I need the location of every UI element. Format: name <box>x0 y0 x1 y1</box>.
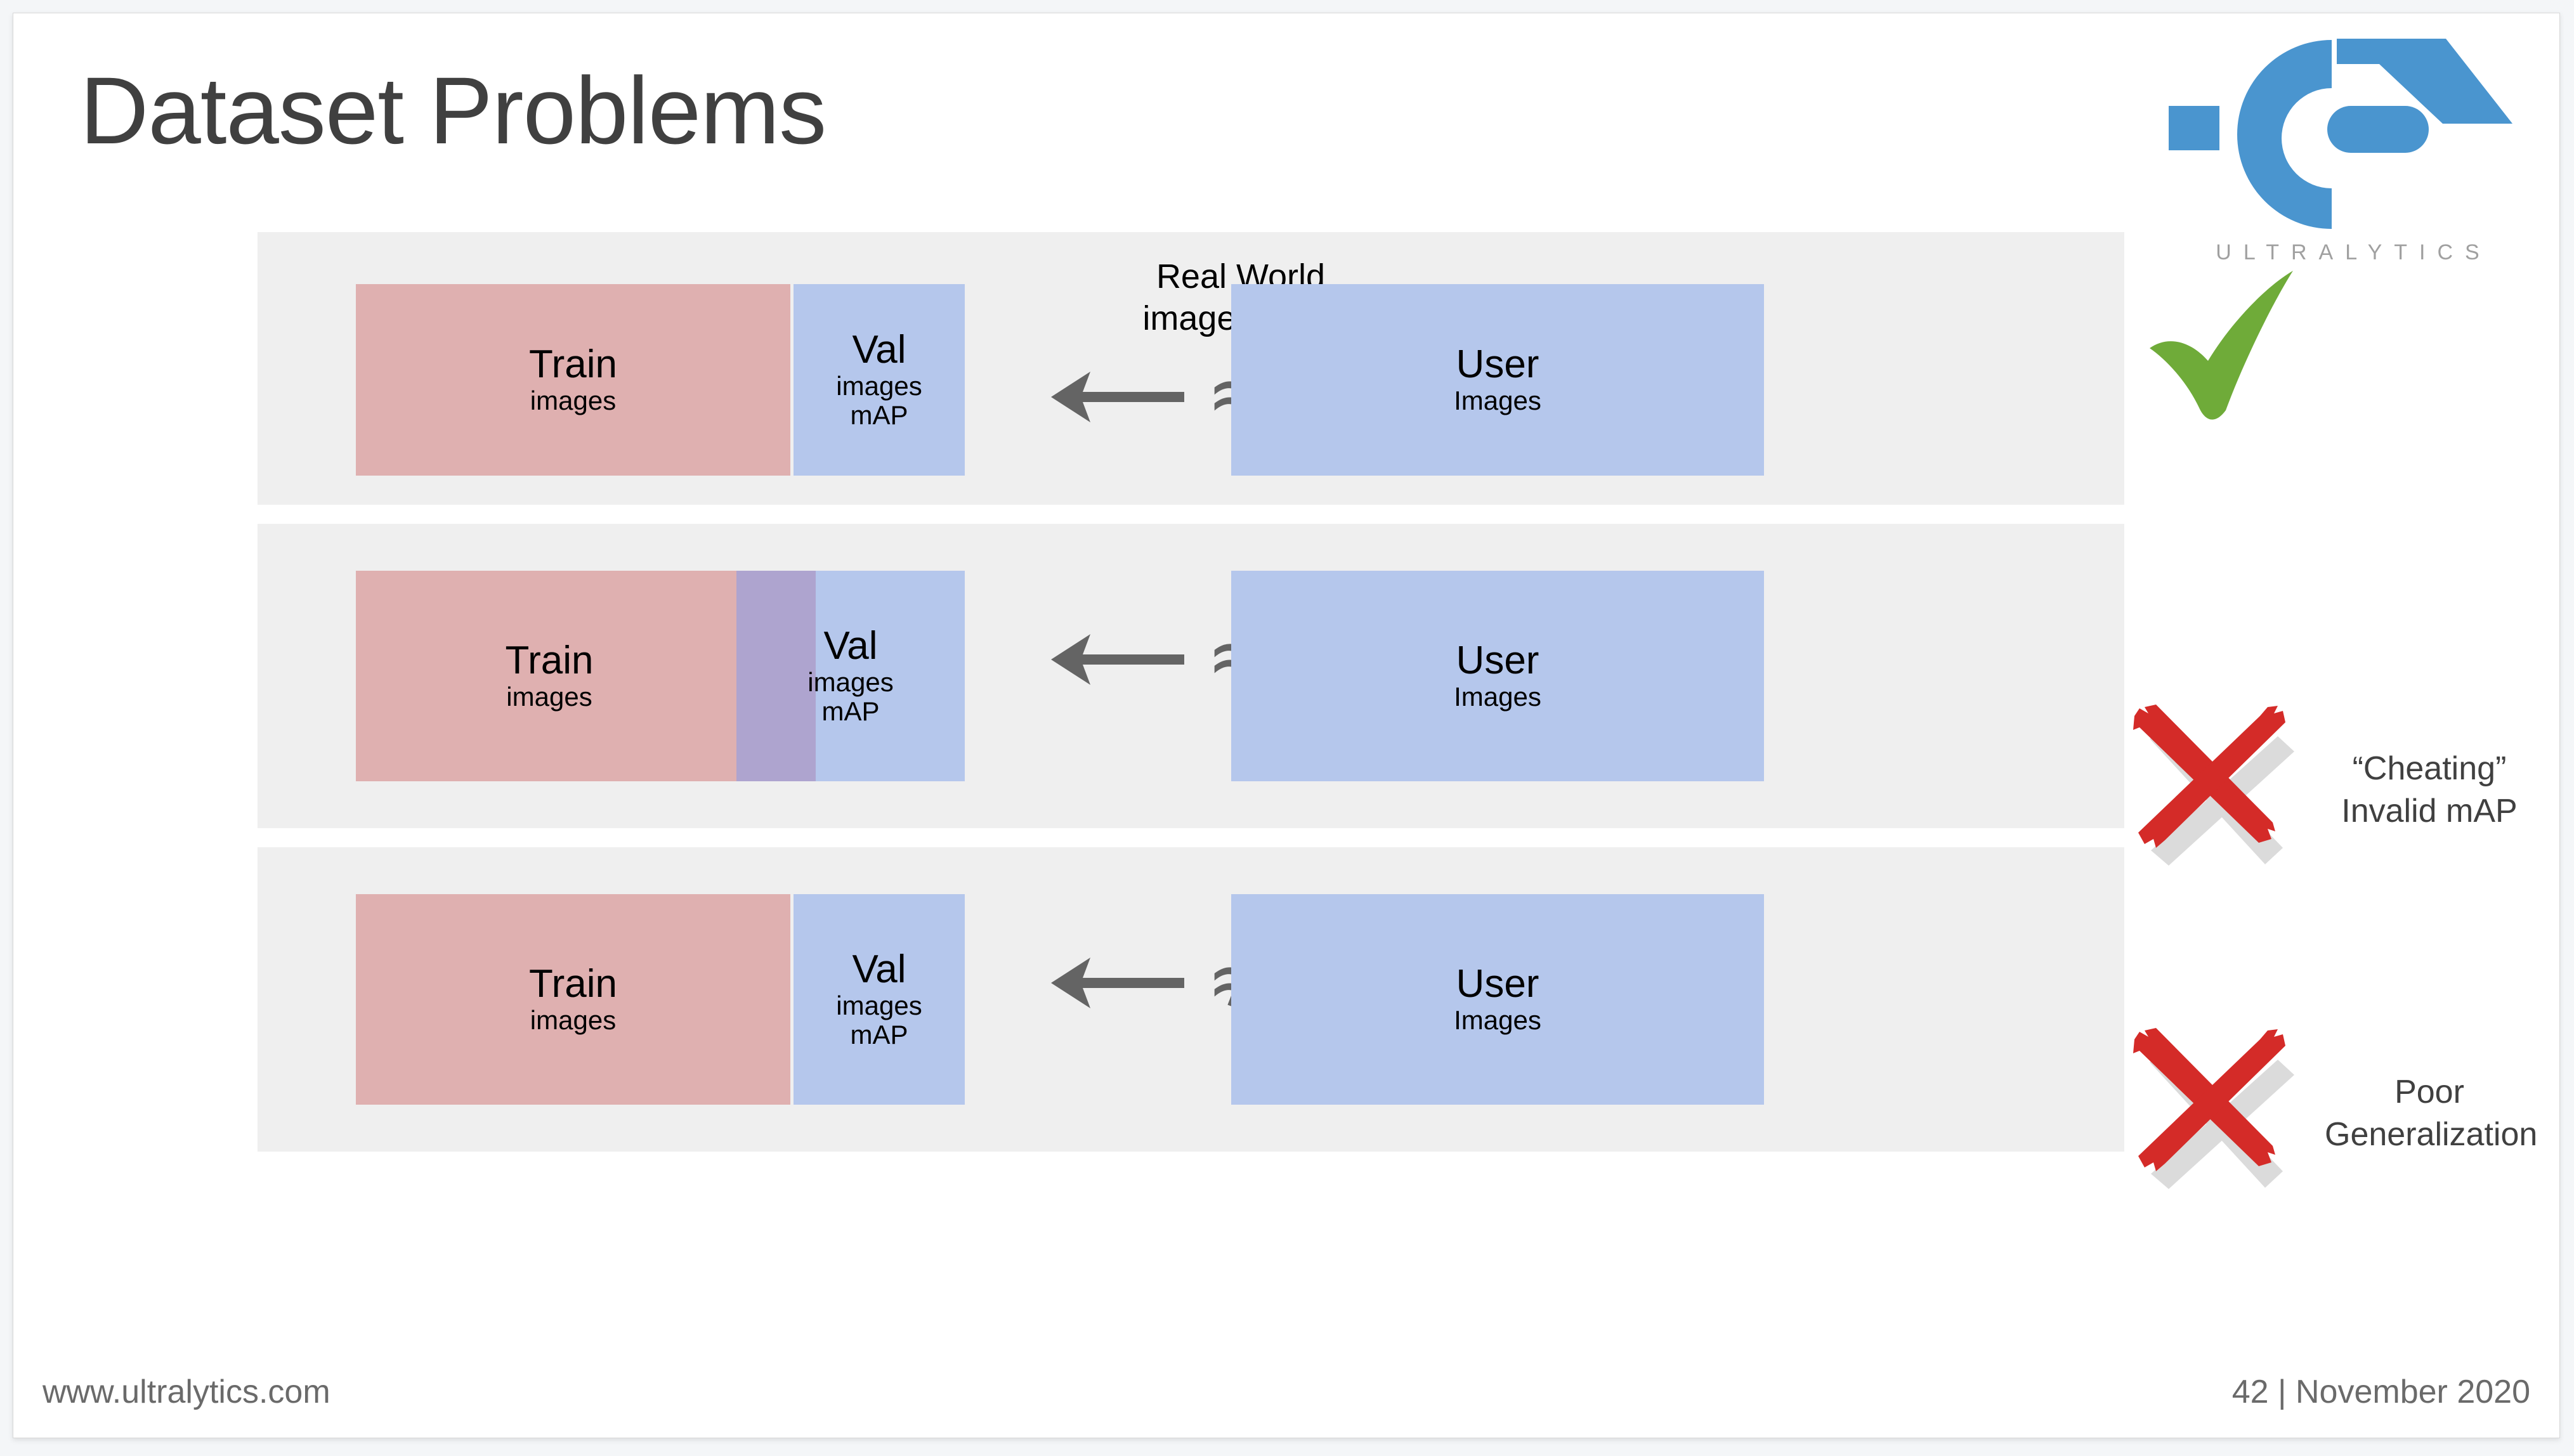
diagram-row-poor-generalization: Train images Val images mAP ≉ User Image… <box>258 847 2124 1152</box>
train-box-row3: Train images <box>356 894 790 1105</box>
user-box-row3: User Images <box>1231 894 1764 1105</box>
cross-icon <box>2133 1028 2294 1189</box>
cross-icon <box>2133 705 2294 866</box>
user-title: User <box>1456 962 1539 1006</box>
check-icon <box>2150 271 2293 420</box>
train-title: Train <box>529 962 617 1006</box>
user-subtitle: Images <box>1454 682 1541 712</box>
verdict-text-row2: “Cheating” Invalid mAP <box>2341 750 2518 829</box>
user-title: User <box>1456 639 1539 683</box>
train-subtitle: images <box>506 682 592 712</box>
arrow-left-icon <box>1050 958 1184 1008</box>
val-subtitle-images: images <box>836 991 922 1021</box>
verdict-row3: Poor Generalization <box>2126 1028 2538 1199</box>
diagram-row-good: Train images Val images mAP Real World i… <box>258 232 2124 505</box>
train-box-row1: Train images <box>356 284 790 476</box>
train-subtitle: images <box>530 386 617 416</box>
train-title: Train <box>505 639 594 683</box>
verdict-row2: “Cheating” Invalid mAP <box>2126 705 2534 876</box>
train-box-row2: Train images <box>356 571 743 781</box>
val-title: Val <box>823 624 878 668</box>
val-box-row3: Val images mAP <box>794 894 965 1105</box>
user-subtitle: Images <box>1454 386 1541 416</box>
ultralytics-wordmark: ULTRALYTICS <box>2216 240 2492 264</box>
verdict-text-row3: Poor Generalization <box>2325 1074 2538 1153</box>
val-box-row1: Val images mAP <box>794 284 965 476</box>
train-title: Train <box>529 342 617 387</box>
val-subtitle-map: mAP <box>850 400 908 431</box>
verdict-row1 <box>2145 267 2534 426</box>
train-subtitle: images <box>530 1005 617 1036</box>
user-title: User <box>1456 342 1539 387</box>
user-box-row1: User Images <box>1231 284 1764 476</box>
arrow-left-icon <box>1050 371 1184 422</box>
val-box-fill-row2 <box>816 571 965 781</box>
footer-url[interactable]: www.ultralytics.com <box>42 1374 330 1410</box>
arrow-left-icon <box>1050 634 1184 685</box>
val-subtitle-map: mAP <box>821 696 880 727</box>
val-subtitle-images: images <box>807 667 894 698</box>
ultralytics-logo: ULTRALYTICS <box>2157 31 2538 285</box>
val-title: Val <box>852 328 906 372</box>
slide-canvas: Dataset Problems ULTRALYTICS Train image… <box>13 13 2560 1438</box>
user-box-row2: User Images <box>1231 571 1764 781</box>
footer-page-date: 42 | November 2020 <box>2231 1374 2530 1410</box>
val-title: Val <box>852 947 906 992</box>
page-title: Dataset Problems <box>80 57 826 164</box>
val-subtitle-map: mAP <box>850 1020 908 1050</box>
val-box-row2: Val images mAP <box>736 571 965 781</box>
diagram-row-cheating: Train images Val images mAP ≈ User Image <box>258 524 2124 828</box>
user-subtitle: Images <box>1454 1005 1541 1036</box>
val-subtitle-images: images <box>836 371 922 401</box>
ultralytics-logo-icon <box>2169 39 2512 229</box>
